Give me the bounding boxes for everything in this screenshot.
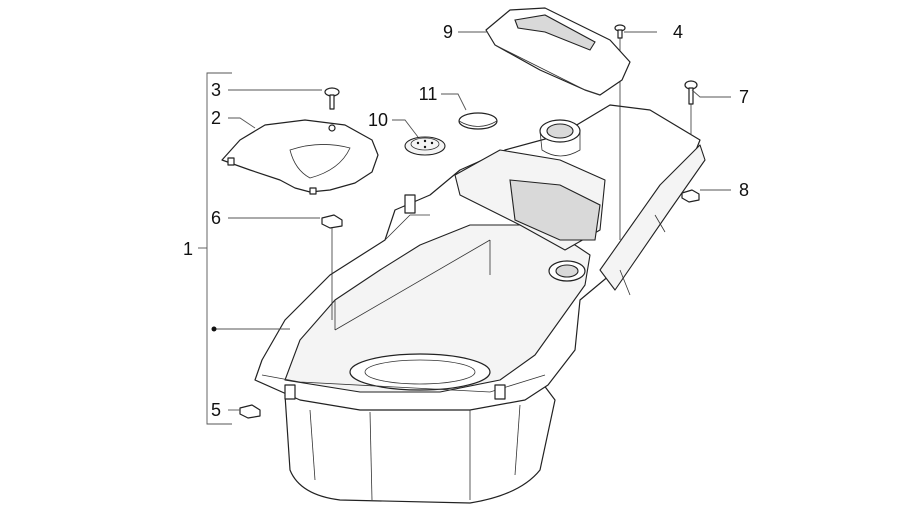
part-8-clip	[681, 189, 700, 203]
callout-6: 6	[211, 208, 221, 228]
part-6-clip	[321, 214, 343, 320]
callout-1: 1	[183, 239, 193, 259]
helmet-compartment	[254, 104, 706, 504]
callout-4: 4	[673, 22, 683, 42]
callout-8: 8	[739, 180, 749, 200]
part-2-cover	[221, 119, 379, 195]
callout-2: 2	[211, 108, 221, 128]
part-5-clip	[239, 404, 261, 419]
callout-7: 7	[739, 87, 749, 107]
callout-10: 10	[368, 110, 388, 130]
callout-3: 3	[211, 80, 221, 100]
part-11-cap	[458, 112, 498, 130]
callout-11: 11	[419, 84, 438, 104]
callout-5: 5	[211, 400, 221, 420]
assembly-bracket	[198, 72, 232, 425]
part-3-screw	[324, 87, 340, 132]
leader-lines	[211, 31, 731, 411]
callout-labels: 1 2 3 4 5 6 7 8 9 10 11	[183, 22, 749, 420]
part-7-screw	[684, 80, 698, 135]
part-10-grommet	[404, 136, 446, 156]
part-9-cover	[485, 7, 631, 96]
callout-9: 9	[443, 22, 453, 42]
